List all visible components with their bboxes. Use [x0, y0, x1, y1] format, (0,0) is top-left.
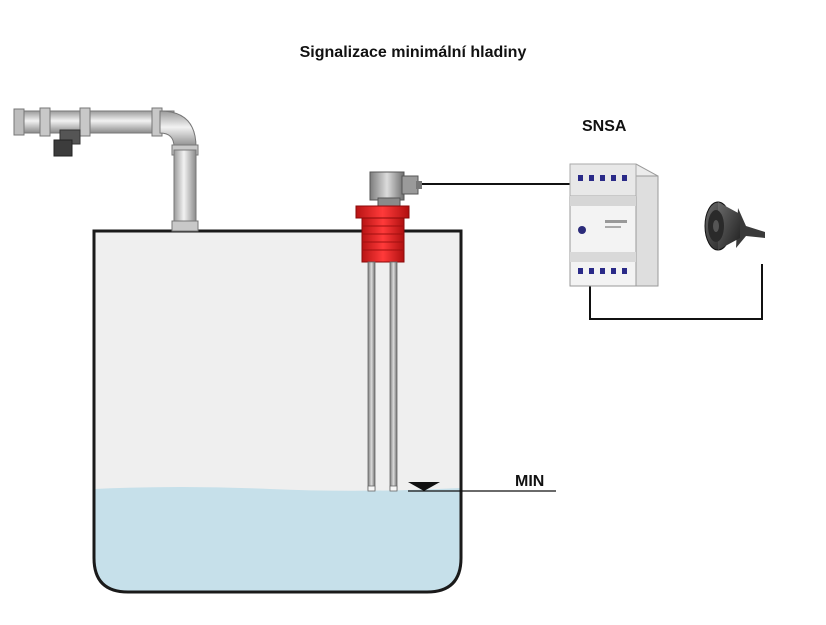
triangle-down-icon — [408, 482, 440, 491]
min-level-label: MIN — [515, 473, 545, 490]
inlet-pipe — [13, 107, 199, 232]
wiring — [422, 183, 763, 320]
level-sensor — [355, 171, 422, 492]
diagram-title: Signalizace minimální hladiny — [299, 44, 527, 61]
tank — [92, 229, 463, 594]
horn-speaker-icon — [704, 201, 765, 251]
liquid — [94, 487, 461, 592]
controller-label: SNSA — [582, 118, 627, 135]
min-level-marker — [408, 482, 556, 492]
snsa-controller — [569, 163, 659, 287]
